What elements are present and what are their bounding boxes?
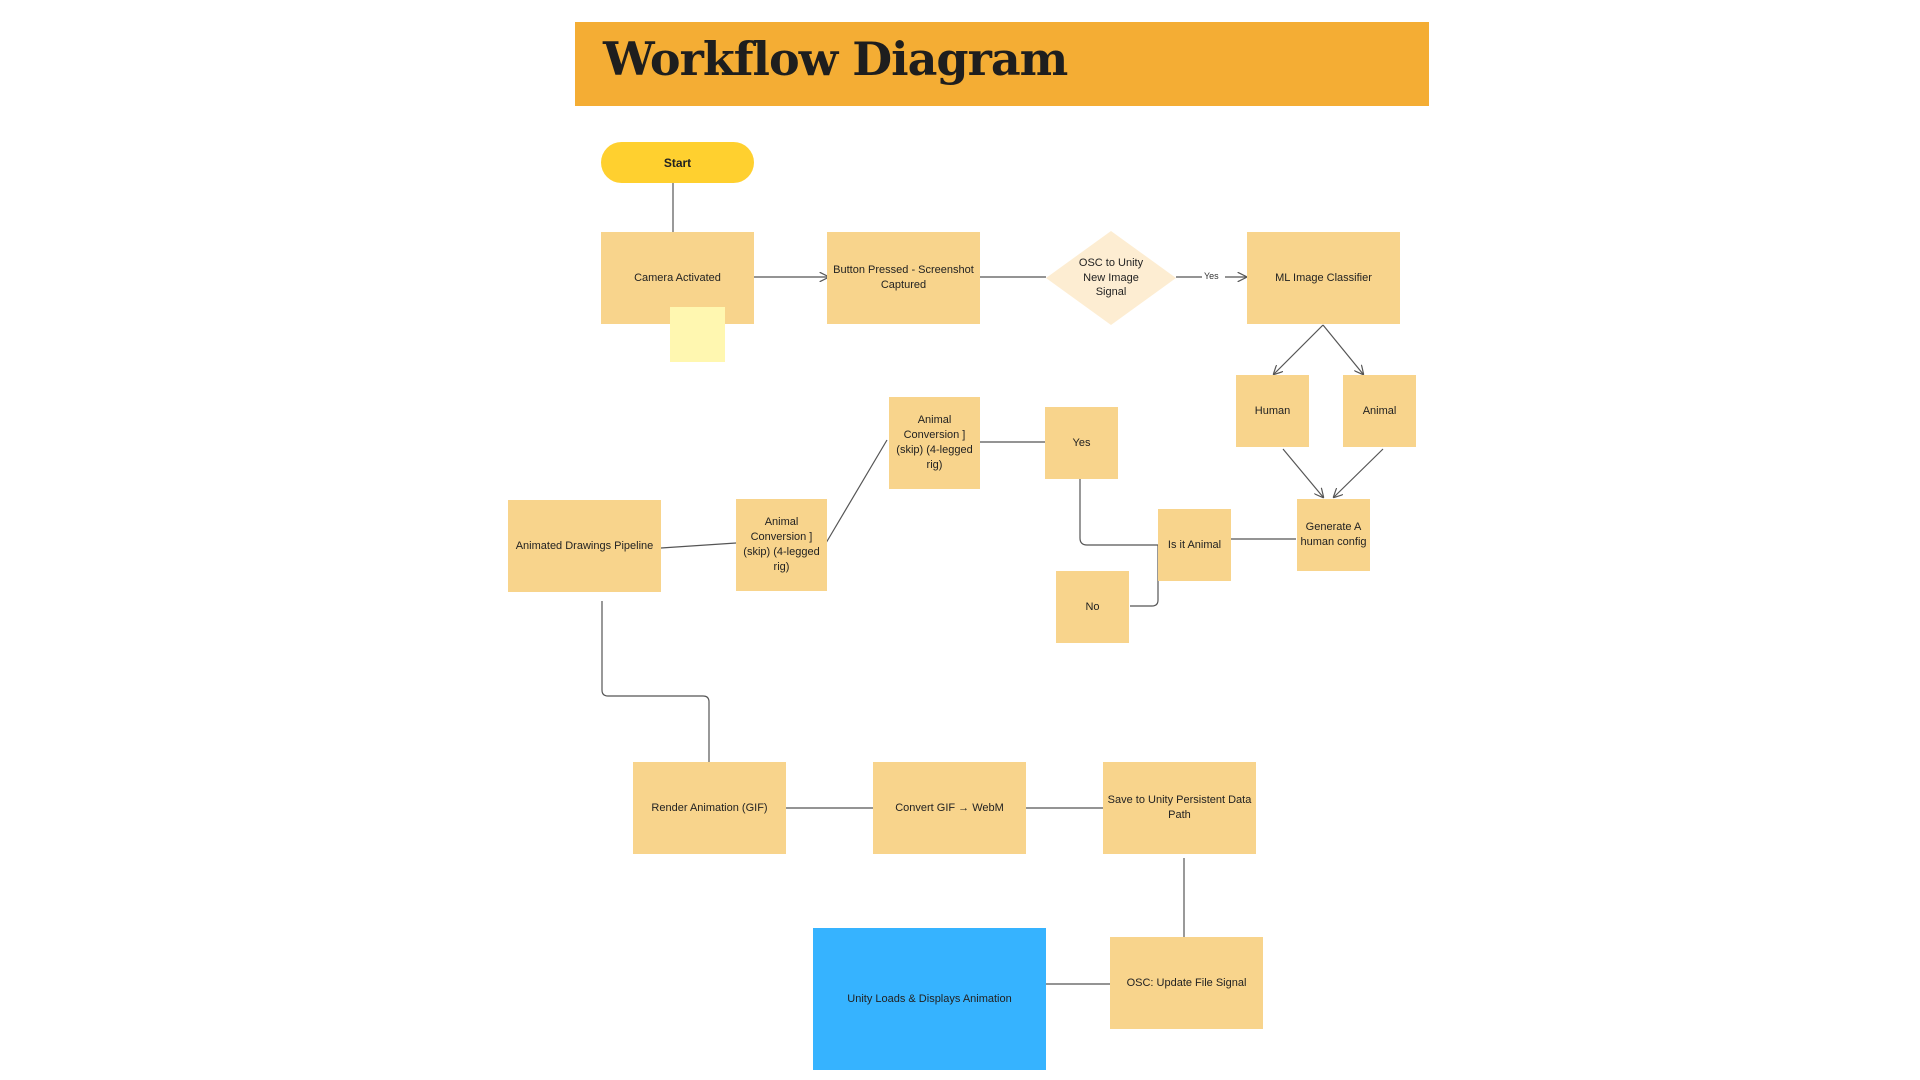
- node-save-persistent-path[interactable]: Save to Unity Persistent Data Path: [1103, 762, 1256, 854]
- sticky-note[interactable]: [670, 307, 725, 362]
- page-title: Workflow Diagram: [603, 32, 1068, 86]
- edge-label-yes: Yes: [1202, 271, 1221, 281]
- edge-ml-animal: [1322, 324, 1363, 374]
- node-ml-classifier[interactable]: ML Image Classifier: [1247, 232, 1400, 324]
- node-no[interactable]: No: [1056, 571, 1129, 643]
- node-yes[interactable]: Yes: [1045, 407, 1118, 479]
- edge-convleft-convtop: [825, 439, 888, 544]
- edge-ml-human: [1274, 324, 1324, 374]
- edge-animal-generate: [1334, 448, 1384, 497]
- node-osc-update-file-signal[interactable]: OSC: Update File Signal: [1110, 937, 1263, 1029]
- node-render-animation[interactable]: Render Animation (GIF): [633, 762, 786, 854]
- edge-yes-isanimal: [1079, 479, 1158, 546]
- title-bar: Workflow Diagram: [575, 22, 1429, 106]
- edge-human-generate: [1282, 448, 1323, 497]
- node-animal[interactable]: Animal: [1343, 375, 1416, 447]
- start-label: Start: [663, 155, 692, 170]
- node-convert-gif-webm[interactable]: Convert GIF → WebM: [873, 762, 1026, 854]
- start-node[interactable]: Start: [601, 142, 754, 183]
- node-human[interactable]: Human: [1236, 375, 1309, 447]
- node-generate-human-config[interactable]: Generate A human config: [1297, 499, 1370, 571]
- node-is-it-animal[interactable]: Is it Animal: [1158, 509, 1231, 581]
- node-animal-conversion-left[interactable]: Animal Conversion ] (skip) (4-legged rig…: [736, 499, 827, 591]
- decision-diamond: [1046, 231, 1176, 325]
- decision-osc-signal[interactable]: OSC to Unity New Image Signal: [1046, 231, 1176, 325]
- node-button-pressed[interactable]: Button Pressed - Screenshot Captured: [827, 232, 980, 324]
- node-animal-conversion-top[interactable]: Animal Conversion ] (skip) (4-legged rig…: [889, 397, 980, 489]
- node-unity-loads-displays[interactable]: Unity Loads & Displays Animation: [813, 928, 1046, 1070]
- node-animated-drawings-pipeline[interactable]: Animated Drawings Pipeline: [508, 500, 661, 592]
- edge-no-isanimal: [1130, 545, 1159, 607]
- edge-pipeline-render: [601, 601, 710, 762]
- edge-pipeline-convleft: [660, 542, 737, 549]
